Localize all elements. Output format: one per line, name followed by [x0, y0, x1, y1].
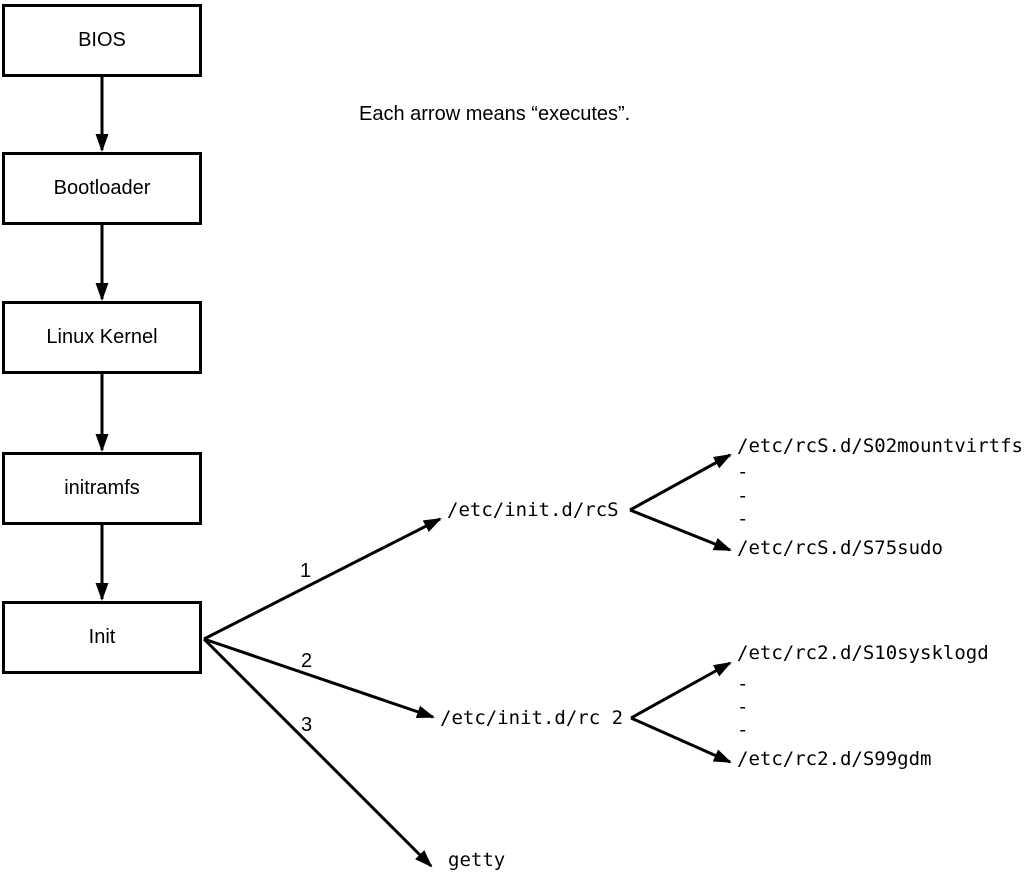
arrow-rc2-to-s10 — [630, 661, 732, 720]
rcs-ellipsis-dash: - — [737, 461, 749, 483]
node-linux-kernel: Linux Kernel — [2, 301, 202, 374]
arrow-init-to-rcs — [203, 517, 442, 641]
node-init: Init — [2, 601, 202, 674]
rc2-ellipsis-dash: - — [737, 696, 749, 718]
arrow-rc2-to-s99 — [630, 716, 732, 764]
rcs-ellipsis-dash: - — [737, 508, 749, 530]
rc2-script-first: /etc/rc2.d/S10sysklogd — [737, 642, 989, 664]
branch-order-3: 3 — [301, 714, 313, 736]
arrow-rcs-to-s75 — [629, 508, 732, 552]
rcs-script-last: /etc/rcS.d/S75sudo — [737, 537, 943, 559]
node-init-label: Init — [88, 626, 116, 648]
node-rcs: /etc/init.d/rcS — [447, 499, 619, 521]
rcs-script-first: /etc/rcS.d/S02mountvirtfs — [737, 435, 1023, 457]
branch-order-1: 1 — [300, 560, 312, 582]
node-bootloader-label: Bootloader — [53, 177, 151, 199]
node-bootloader: Bootloader — [2, 152, 202, 225]
rcs-ellipsis-dash: - — [737, 485, 749, 507]
node-rc2: /etc/init.d/rc 2 — [440, 707, 624, 729]
arrow-init-to-getty — [202, 637, 433, 868]
branch-order-2: 2 — [301, 650, 313, 672]
node-initramfs-label: initramfs — [64, 477, 140, 499]
node-bios: BIOS — [2, 4, 202, 77]
rc2-script-last: /etc/rc2.d/S99gdm — [737, 748, 932, 770]
diagram-caption: Each arrow means “executes”. — [359, 103, 631, 125]
node-getty: getty — [448, 849, 506, 871]
rc2-ellipsis-dash: - — [737, 719, 749, 741]
node-linux-kernel-label: Linux Kernel — [46, 326, 158, 348]
node-bios-label: BIOS — [78, 29, 126, 51]
node-initramfs: initramfs — [2, 452, 202, 525]
arrow-init-to-rc2 — [203, 637, 435, 719]
rc2-ellipsis-dash: - — [737, 673, 749, 695]
arrow-rcs-to-s02 — [629, 453, 732, 512]
